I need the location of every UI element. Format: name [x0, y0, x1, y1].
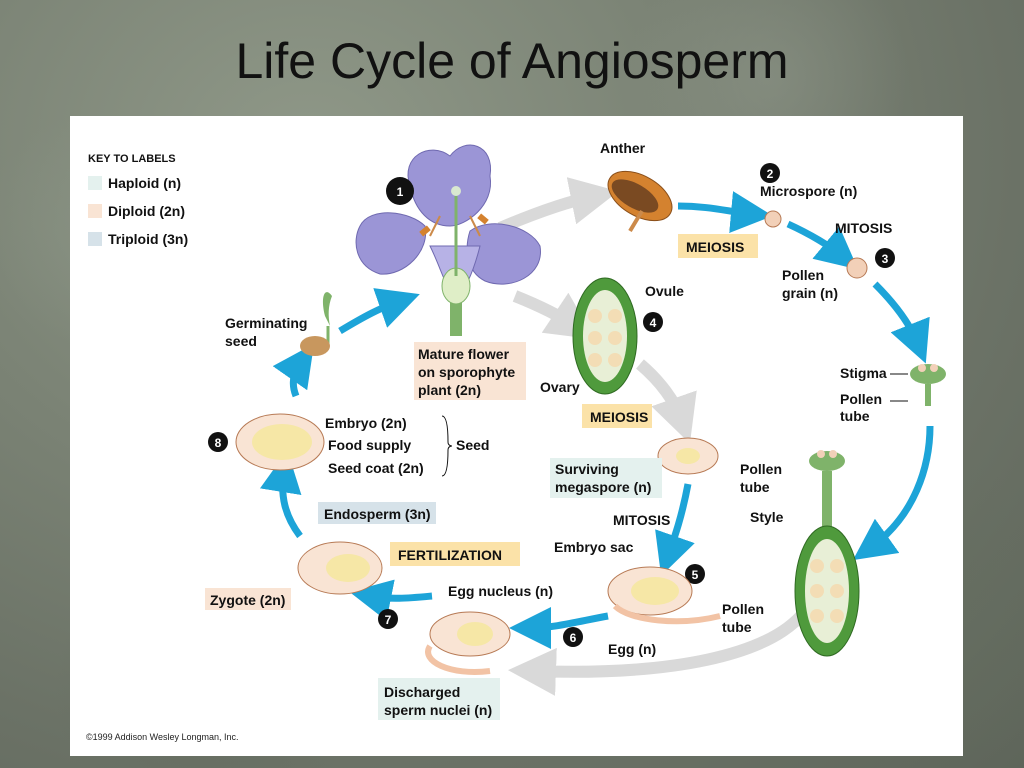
embryo-sac-group: Embryo sac 5 Pollen tube Egg (n) 6 [554, 539, 764, 657]
label-mitosis-mid: MITOSIS [613, 512, 670, 528]
label-mitosis-top: MITOSIS [835, 220, 892, 236]
arrow-fertilization [509, 606, 609, 649]
key-legend: KEY TO LABELS Haploid (n) Diploid (2n) T… [88, 153, 188, 247]
copyright-text: ©1999 Addison Wesley Longman, Inc. [86, 732, 239, 742]
label-discharged-1: Discharged [384, 684, 460, 700]
label-food-supply: Food supply [328, 437, 411, 453]
stigma-style-group: Stigma Pollen tube Pollen tube Style [740, 364, 946, 657]
label-egg-nucleus: Egg nucleus (n) [448, 583, 553, 599]
fertilization-box [390, 542, 520, 566]
step-3-number: 3 [882, 252, 889, 266]
step-2-number: 2 [767, 167, 774, 181]
life-cycle-diagram: KEY TO LABELS Haploid (n) Diploid (2n) T… [86, 140, 946, 742]
label-embryo: Embryo (2n) [325, 415, 407, 431]
label-ovule: Ovule [645, 283, 684, 299]
arrow-seed-to-germinating [272, 343, 315, 398]
label-mature-flower-1: Mature flower [418, 346, 510, 362]
label-pollen-tube-b1: Pollen [740, 461, 782, 477]
mature-flower-box [414, 342, 526, 400]
label-microspore: Microspore (n) [760, 183, 857, 199]
label-mature-flower-2: on sporophyte [418, 364, 515, 380]
label-pollen-tube-c2: tube [722, 619, 752, 635]
arrow-microspore-to-pollen [786, 220, 859, 270]
microspore-group: 2 Microspore (n) MEIOSIS MITOSIS 3 Polle… [678, 163, 895, 301]
label-seed-coat: Seed coat (2n) [328, 460, 424, 476]
haploid-swatch [88, 176, 102, 190]
label-pollen-grain-1: Pollen [782, 267, 824, 283]
step-6-number: 6 [570, 631, 577, 645]
arrow-stigma-to-ovary [852, 425, 934, 561]
label-germinating-2: seed [225, 333, 257, 349]
label-stigma: Stigma [840, 365, 887, 381]
label-pollen-tube-a1: Pollen [840, 391, 882, 407]
key-haploid: Haploid (n) [108, 175, 181, 191]
label-fertilization: FERTILIZATION [398, 547, 502, 563]
label-mature-flower-3: plant (2n) [418, 382, 481, 398]
step-1-badge [386, 177, 414, 205]
label-embryo-sac: Embryo sac [554, 539, 634, 555]
diploid-swatch [88, 204, 102, 218]
surviving-megaspore-box [550, 458, 662, 498]
arrow-germinating-to-flower [338, 288, 420, 335]
germinating-seed-group: Germinating seed [225, 292, 332, 356]
step-8-number: 8 [215, 436, 222, 450]
label-discharged-2: sperm nuclei (n) [384, 702, 492, 718]
anther-illustration: Anther [600, 140, 673, 233]
arrow-zygote-to-seed [259, 450, 303, 539]
key-triploid: Triploid (3n) [108, 231, 188, 247]
meiosis-top-box [678, 234, 758, 258]
label-endosperm: Endosperm (3n) [324, 506, 431, 522]
step-4-number: 4 [650, 316, 657, 330]
meiosis-mid-box [582, 404, 652, 428]
label-anther: Anther [600, 140, 646, 156]
label-surviving-2: megaspore (n) [555, 479, 651, 495]
gray-arrows [497, 177, 810, 696]
step-1-number: 1 [397, 185, 404, 199]
label-pollen-tube-a2: tube [840, 408, 870, 424]
label-germinating-1: Germinating [225, 315, 307, 331]
label-pollen-tube-c1: Pollen [722, 601, 764, 617]
triploid-swatch [88, 232, 102, 246]
step-5-number: 5 [692, 568, 699, 582]
label-surviving-1: Surviving [555, 461, 619, 477]
arrow-megaspore-to-embryosac [655, 483, 695, 576]
label-egg: Egg (n) [608, 641, 656, 657]
label-pollen-tube-b2: tube [740, 479, 770, 495]
flower-illustration: 1 [355, 144, 541, 336]
slide-title: Life Cycle of Angiosperm [235, 33, 789, 89]
cycle-arrows [259, 191, 934, 649]
arrow-anther-to-microspore [677, 191, 773, 234]
arrow-pollen-to-stigma [872, 281, 930, 364]
zygote-group: Endosperm (3n) Zygote (2n) 7 [205, 502, 436, 629]
label-meiosis-mid: MEIOSIS [590, 409, 648, 425]
megaspore-group [657, 437, 719, 475]
key-title: KEY TO LABELS [88, 153, 176, 165]
step-7-number: 7 [385, 613, 392, 627]
arrow-to-zygote [349, 579, 433, 621]
label-pollen-grain-2: grain (n) [782, 285, 838, 301]
label-zygote: Zygote (2n) [210, 592, 285, 608]
label-style: Style [750, 509, 784, 525]
ovary-top-group: Ovule 4 Ovary [540, 277, 684, 395]
seed-group: 8 Embryo (2n) Food supply Seed coat (2n)… [208, 413, 489, 477]
label-meiosis-top: MEIOSIS [686, 239, 744, 255]
key-diploid: Diploid (2n) [108, 203, 185, 219]
label-seed: Seed [456, 437, 489, 453]
label-ovary: Ovary [540, 379, 580, 395]
egg-nucleus-group: Egg nucleus (n) Discharged sperm nuclei … [378, 583, 553, 720]
diagram-panel: KEY TO LABELS Haploid (n) Diploid (2n) T… [70, 116, 963, 756]
